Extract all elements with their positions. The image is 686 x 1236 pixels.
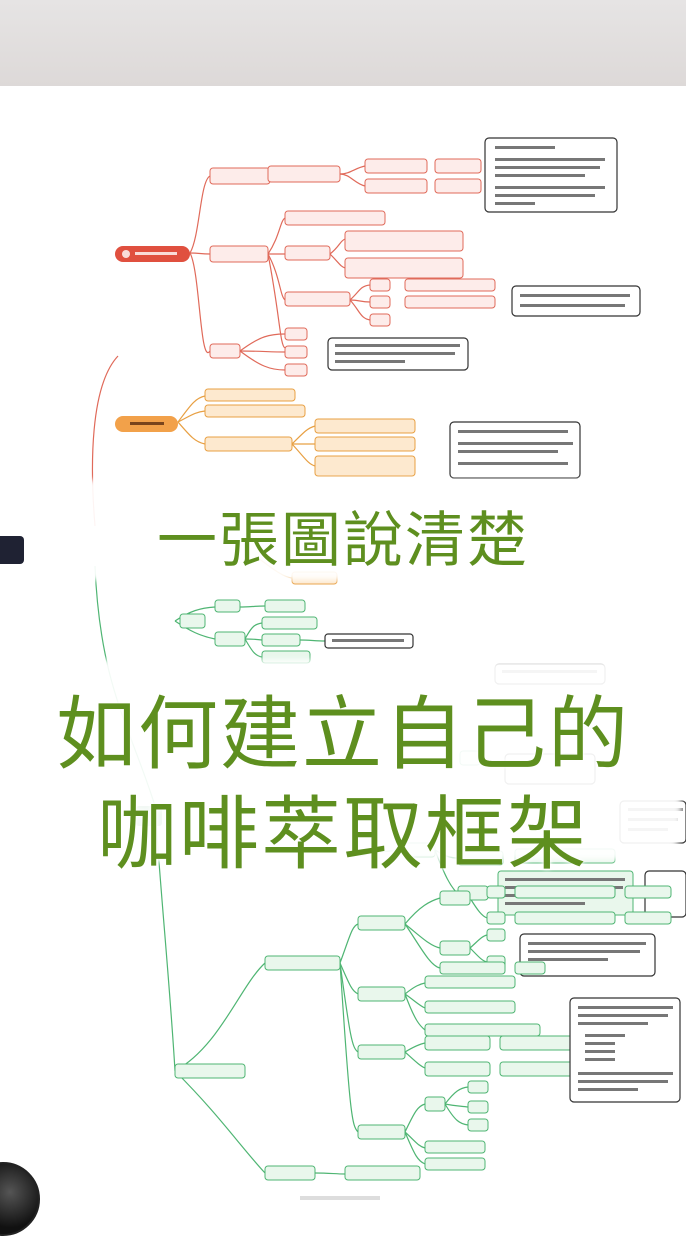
red-leaf <box>284 327 308 341</box>
orange-leaf <box>314 455 416 477</box>
green-leaf <box>514 911 616 925</box>
green-leaf <box>261 633 301 647</box>
green-leaf <box>467 1100 489 1114</box>
red-leaf <box>344 257 464 279</box>
green-leaf <box>261 616 318 630</box>
green-subnode <box>179 613 206 629</box>
green-leaf <box>357 1044 406 1060</box>
red-leaf <box>284 210 386 226</box>
green-leaf <box>624 911 672 925</box>
green-subnode <box>174 1063 246 1079</box>
green-leaf <box>424 975 516 989</box>
red-leaf <box>344 230 464 252</box>
overlay-title-line-3: 咖啡萃取框架 <box>97 788 589 881</box>
mindmap-diagram <box>91 137 686 1200</box>
green-leaf <box>439 961 506 975</box>
red-leaf <box>369 295 391 309</box>
green-leaf <box>424 1061 491 1077</box>
watermark-text <box>300 1196 380 1200</box>
title-backdrop <box>5 660 681 860</box>
red-leaf <box>284 291 351 307</box>
green-leaf <box>499 1061 581 1077</box>
red-leaf <box>284 363 308 377</box>
red-leaf <box>369 313 391 327</box>
green-leaf <box>424 1157 486 1171</box>
red-leaf <box>434 158 482 174</box>
green-subnode <box>264 955 341 971</box>
green-leaf <box>439 890 471 906</box>
green-leaf <box>344 1165 421 1181</box>
green-leaf <box>424 1035 491 1051</box>
red-leaf <box>404 278 496 292</box>
red-leaf <box>284 345 308 359</box>
green-leaf <box>499 1035 581 1051</box>
green-leaf <box>424 1023 541 1037</box>
red-subnode-2 <box>209 245 269 263</box>
green-leaf <box>486 928 506 942</box>
green-leaf <box>264 599 306 613</box>
green-leaf <box>514 961 546 975</box>
orange-leaf <box>204 388 296 402</box>
overlay-title-line-1: 一張圖說清楚 <box>157 506 529 576</box>
title-backdrop <box>20 480 660 580</box>
side-badge-icon[interactable] <box>0 536 24 564</box>
red-leaf <box>404 295 496 309</box>
green-leaf <box>214 631 246 647</box>
orange-leaf <box>314 436 416 452</box>
green-leaf <box>467 1080 489 1094</box>
red-leaf <box>369 278 391 292</box>
green-leaf <box>424 1096 446 1112</box>
green-leaf <box>214 599 241 613</box>
red-subnode-1 <box>209 167 271 185</box>
red-leaf <box>364 178 428 194</box>
green-leaf <box>424 1140 486 1154</box>
red-leaf <box>434 178 482 194</box>
app-top-bar <box>0 0 686 86</box>
red-subnode-3 <box>209 343 241 359</box>
green-leaf <box>424 1000 516 1014</box>
green-leaf <box>486 911 506 925</box>
red-leaf <box>284 245 331 261</box>
green-leaf <box>357 1124 406 1140</box>
overlay-title-line-2: 如何建立自己的 <box>56 688 630 781</box>
orange-leaf <box>314 418 416 434</box>
green-leaf <box>357 986 406 1002</box>
red-subnode-1a <box>267 165 341 183</box>
green-leaf <box>514 885 616 899</box>
orange-subnode <box>204 436 293 452</box>
green-leaf <box>357 915 406 931</box>
note-box <box>511 285 641 317</box>
green-leaf <box>439 940 471 956</box>
green-subnode <box>264 1165 316 1181</box>
orange-leaf <box>204 404 306 418</box>
red-leaf <box>364 158 428 174</box>
green-leaf <box>467 1118 489 1132</box>
green-leaf <box>486 885 506 899</box>
green-leaf <box>624 885 672 899</box>
